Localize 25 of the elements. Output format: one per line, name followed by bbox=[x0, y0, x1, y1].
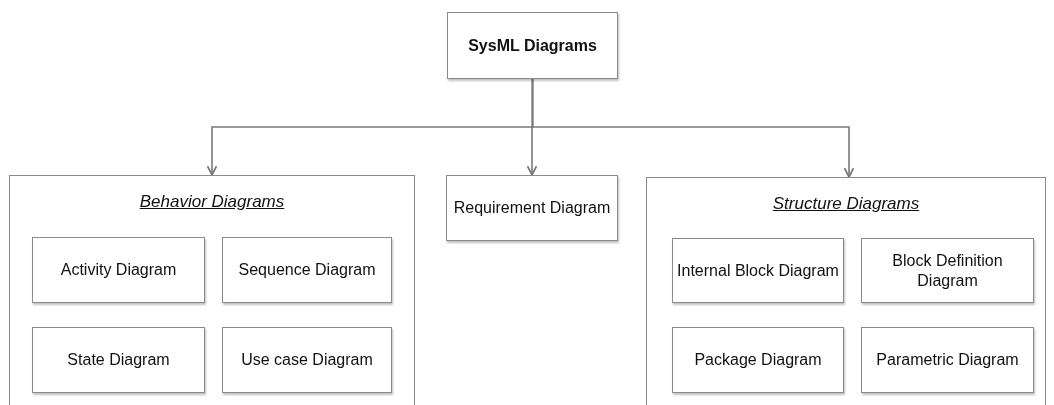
group-panel bbox=[9, 175, 415, 405]
box-label: Requirement Diagram bbox=[453, 198, 611, 218]
diagram-box bbox=[446, 175, 618, 241]
diagram-box bbox=[222, 327, 392, 393]
box-label: Activity Diagram bbox=[60, 260, 177, 280]
diagram-box bbox=[672, 327, 844, 393]
diagram-box bbox=[32, 237, 205, 303]
box-label: Internal Block Diagram bbox=[677, 260, 839, 281]
box-label: Parametric Diagram bbox=[876, 350, 1019, 370]
diagram-box bbox=[222, 237, 392, 303]
diagram-box bbox=[861, 327, 1034, 393]
diagram-box bbox=[447, 12, 618, 79]
box-label: Sequence Diagram bbox=[238, 260, 376, 280]
group-heading: Behavior Diagrams bbox=[139, 192, 285, 212]
box-label: Block Definition Diagram bbox=[891, 250, 1004, 291]
box-label: Package Diagram bbox=[694, 350, 822, 370]
box-label: SysML Diagrams bbox=[468, 35, 597, 56]
box-label: Use case Diagram bbox=[241, 350, 373, 370]
group-panel bbox=[646, 177, 1046, 405]
diagram-box bbox=[861, 238, 1034, 303]
diagram-box bbox=[32, 327, 205, 393]
group-heading: Structure Diagrams bbox=[772, 194, 920, 214]
diagram-box bbox=[672, 238, 844, 303]
box-label: State Diagram bbox=[67, 350, 170, 370]
arrow bbox=[531, 78, 855, 178]
